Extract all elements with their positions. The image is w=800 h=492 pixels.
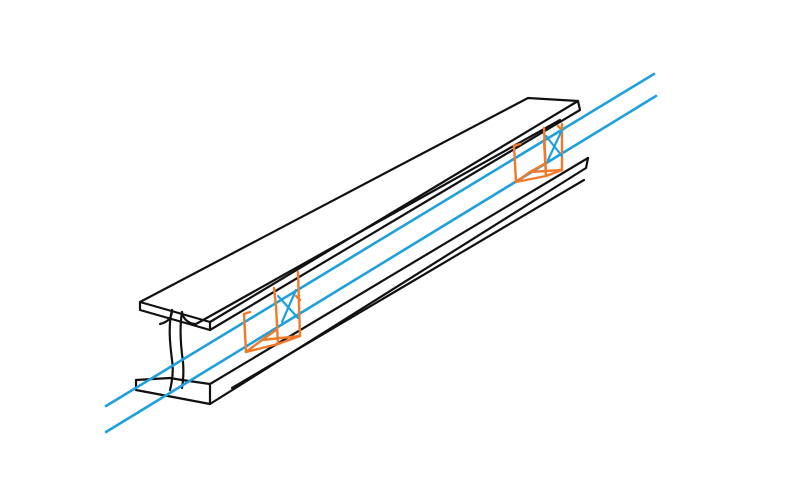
- stiffener-front: [242, 270, 302, 354]
- stiffener-front-cross: [276, 288, 300, 324]
- web-top-fillet-right: [180, 310, 198, 326]
- stiffener-back-cross: [544, 128, 564, 162]
- bottom-flange-back-line: [230, 178, 586, 390]
- bottom-flange-bottom-edge: [208, 156, 590, 406]
- bottom-flange: [134, 156, 590, 406]
- top-flange: [138, 96, 582, 332]
- stiffener-back-base: [514, 162, 564, 184]
- web-section: [158, 118, 562, 392]
- bottom-flange-top-surface: [134, 156, 590, 386]
- stiffener-front-base: [244, 328, 302, 354]
- bottom-flange-front-face: [134, 378, 212, 406]
- stiffener-back: [512, 122, 564, 184]
- web-length-line: [194, 118, 562, 326]
- top-flange-underside-edge: [208, 99, 582, 332]
- axis-line-upper: [104, 72, 656, 408]
- top-flange-front-face: [138, 300, 212, 332]
- axis-lines: [104, 72, 658, 434]
- web-left-edge: [168, 308, 174, 392]
- web-right-edge: [179, 310, 185, 390]
- stiffener-front-plate-left: [242, 304, 280, 354]
- axis-line-lower: [104, 94, 658, 434]
- web-top-fillet: [158, 308, 174, 326]
- top-flange-top-surface: [138, 96, 580, 324]
- stiffener-front-edge: [242, 294, 302, 316]
